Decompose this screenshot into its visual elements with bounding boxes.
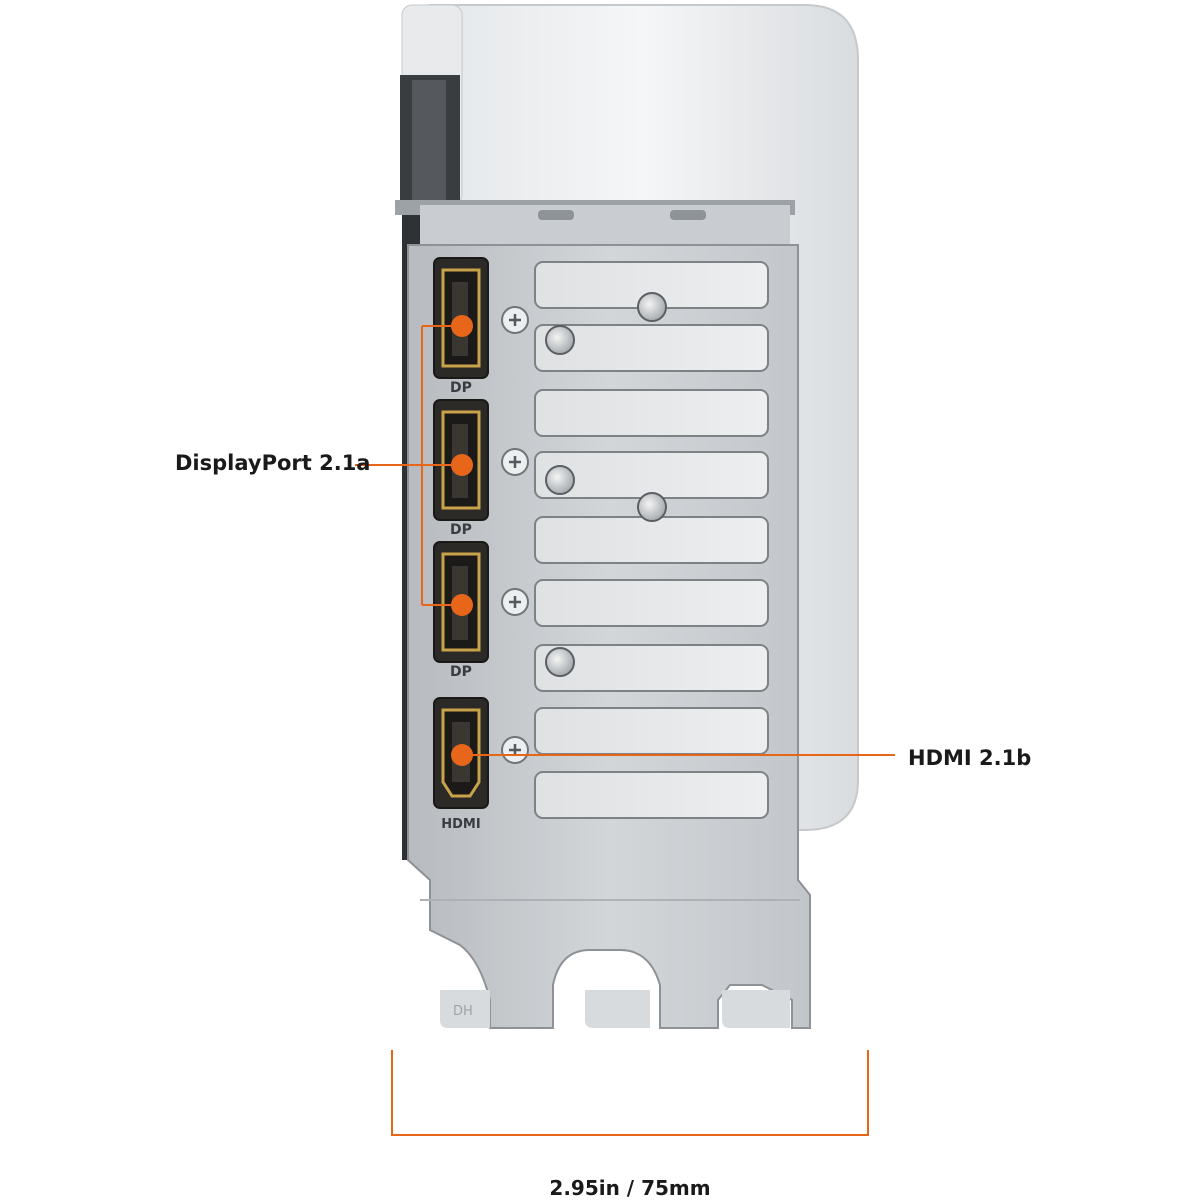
displayport-leader-line [355,325,462,606]
inner-bolt [545,647,575,677]
port-label: DP [450,664,472,680]
vent-slot [534,389,769,437]
screw-icon [501,736,529,764]
screw-icon [501,588,529,616]
displayport-port: DP [433,257,489,396]
width-dimension-line [391,1050,869,1136]
inner-bolt [637,492,667,522]
inner-bolt [545,325,575,355]
port-label: DP [450,380,472,396]
vent-slot [534,771,769,819]
vent-slot [534,579,769,627]
width-dimension-label: 2.95in / 75mm [549,1176,711,1200]
vent-slots [534,261,769,819]
screw-icon [501,306,529,334]
callout-lines [355,325,895,1136]
bracket-mark: DH [453,1004,473,1019]
dp3-marker [451,594,473,616]
dp1-marker [451,315,473,337]
dp2-marker [451,454,473,476]
vent-slot [534,516,769,564]
io-bracket: DH [407,244,811,1029]
port-markers [451,315,473,766]
hdmi-marker [451,744,473,766]
vent-slot [534,324,769,372]
bracket-top-rail [395,200,795,245]
inner-bolt [637,292,667,322]
port-label: DP [450,522,472,538]
vent-slot [534,644,769,692]
vent-slot [534,707,769,755]
displayport-callout: DisplayPort 2.1a [175,451,371,475]
port-label: HDMI [441,817,480,832]
screw-icon [501,448,529,476]
inner-bolt [545,465,575,495]
hdmi-callout: HDMI 2.1b [908,746,1032,770]
bracket-screws [501,306,529,764]
